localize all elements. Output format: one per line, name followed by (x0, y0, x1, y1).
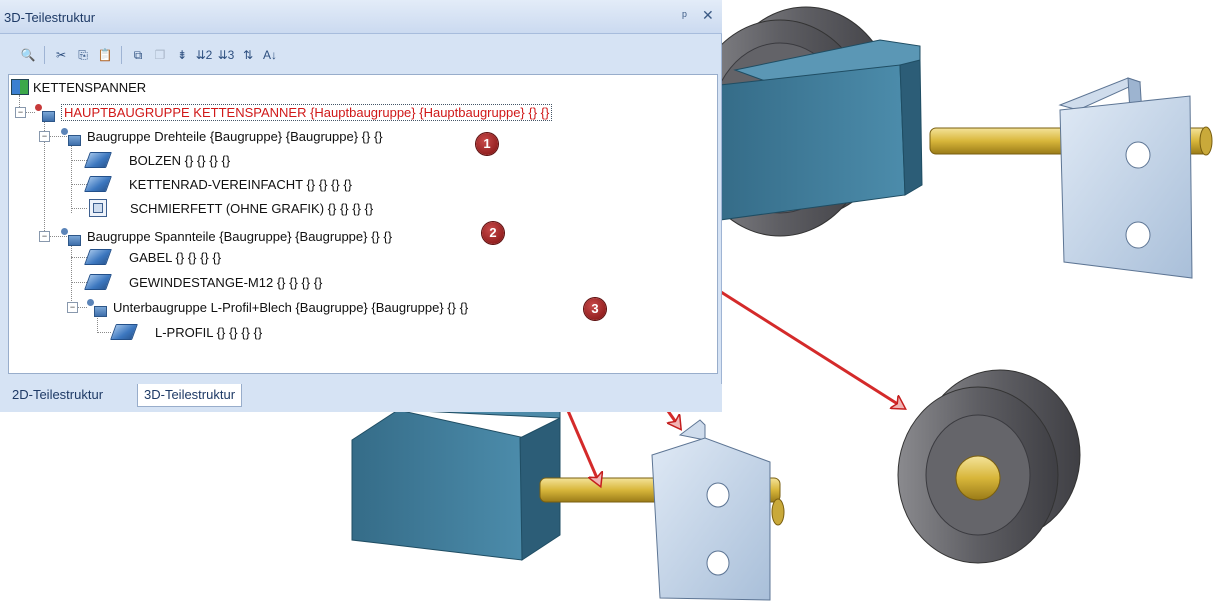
part-icon (84, 176, 112, 192)
part-icon (84, 274, 112, 290)
expand-toggle[interactable]: − (39, 231, 50, 242)
tree-node-unterbaugruppe[interactable]: Unterbaugruppe L-Profil+Blech {Baugruppe… (85, 297, 468, 317)
part-icon (84, 152, 112, 168)
toolbar-separator (121, 46, 122, 64)
panel-title: 3D-Teilestruktur (4, 10, 96, 25)
tree-line (49, 236, 67, 237)
tree-node-root[interactable]: KETTENSPANNER (11, 77, 146, 97)
level-3-icon[interactable]: ⇊3 (217, 48, 235, 62)
tree-node-schmierfett[interactable]: SCHMIERFETT (OHNE GRAFIK) {} {} {} {} (89, 198, 373, 218)
tree-node-lprofil[interactable]: L-PROFIL {} {} {} {} (110, 322, 262, 342)
tree-line (71, 160, 87, 161)
assembly-spannteile (351, 384, 785, 601)
assembly-icon (59, 127, 81, 146)
copy-icon[interactable]: ⎘ (78, 47, 88, 62)
tree-node-gewindestange[interactable]: GEWINDESTANGE-M12 {} {} {} {} (84, 272, 322, 292)
lprofile-top-plate (1059, 95, 1193, 279)
tree-node-gabel[interactable]: GABEL {} {} {} {} (84, 247, 221, 267)
lprofile-bottom-upright (678, 419, 706, 441)
sort-az-icon[interactable]: A↓ (262, 48, 277, 62)
paste-icon[interactable]: 📋 (97, 48, 113, 62)
assembly-icon (85, 298, 107, 317)
sort-levels-icon[interactable]: ⇟ (176, 48, 188, 62)
tree-node-main-assembly[interactable]: HAUPTBAUGRUPPE KETTENSPANNER {Hauptbaugr… (33, 102, 553, 122)
tree-line (71, 208, 87, 209)
part-icon (84, 249, 112, 265)
tree-line (44, 117, 45, 237)
tree-node-kettenrad[interactable]: KETTENRAD-VEREINFACHT {} {} {} {} (84, 174, 352, 194)
expand-toggle[interactable]: − (15, 107, 26, 118)
toolbar: 🔍 ✂ ⎘ 📋 ⧉ ❐ ⇟ ⇊2 ⇊3 ⇅ A↓ (8, 40, 720, 70)
tree-line (71, 245, 72, 313)
parts-tree[interactable]: KETTENSPANNER − HAUPTBAUGRUPPE KETTENSPA… (8, 74, 718, 374)
fork-side (719, 64, 906, 221)
lprofile-bottom-plate (651, 437, 771, 601)
toolbar-separator (44, 46, 45, 64)
assembly-icon (33, 103, 55, 122)
callout-badge-3: 3 (584, 298, 606, 320)
tree-line (75, 307, 87, 308)
insert-icon[interactable]: ⧉ (133, 47, 143, 62)
level-2-icon[interactable]: ⇊2 (195, 48, 213, 62)
pin-icon[interactable]: ᵖ (682, 8, 687, 23)
preview-icon[interactable]: 🔍 (20, 48, 36, 62)
tree-node-group-drehteile[interactable]: Baugruppe Drehteile {Baugruppe} {Baugrup… (59, 126, 383, 146)
tree-line (97, 332, 111, 333)
tab-2d-structure[interactable]: 2D-Teilestruktur (12, 387, 104, 402)
tree-line (71, 257, 87, 258)
model-icon (11, 79, 29, 95)
cut-icon[interactable]: ✂ (55, 48, 67, 62)
part-icon (110, 324, 138, 340)
tree-line (71, 145, 72, 213)
expand-toggle[interactable]: − (67, 302, 78, 313)
sort-icon[interactable]: ⇅ (242, 48, 254, 62)
tab-3d-structure[interactable]: 3D-Teilestruktur (137, 384, 243, 407)
paste-disabled-icon[interactable]: ❐ (154, 48, 166, 62)
tree-line (71, 282, 87, 283)
tree-line (49, 136, 67, 137)
panel-titlebar: 3D-Teilestruktur ᵖ ✕ (0, 0, 722, 34)
tree-node-bolzen[interactable]: BOLZEN {} {} {} {} (84, 150, 230, 170)
callout-badge-2: 2 (482, 222, 504, 244)
assembly-drehteile (897, 369, 1081, 564)
tree-line (23, 112, 35, 113)
grease-icon (89, 199, 107, 217)
assembly-icon (59, 227, 81, 246)
parts-structure-panel: 3D-Teilestruktur ᵖ ✕ 🔍 ✂ ⎘ 📋 ⧉ ❐ ⇟ ⇊2 ⇊3… (0, 0, 722, 412)
expand-toggle[interactable]: − (39, 131, 50, 142)
panel-tabs: 2D-Teilestruktur 3D-Teilestruktur (0, 384, 722, 412)
callout-badge-1: 1 (476, 133, 498, 155)
tree-line (19, 95, 20, 117)
tree-line (71, 184, 87, 185)
fork-bottom-side (351, 409, 526, 561)
tree-line (97, 315, 98, 333)
bolt-end (955, 455, 1001, 501)
tree-node-group-spannteile[interactable]: Baugruppe Spannteile {Baugruppe} {Baugru… (59, 226, 392, 246)
assembly-top-right (687, 6, 1213, 279)
close-icon[interactable]: ✕ (702, 7, 714, 23)
